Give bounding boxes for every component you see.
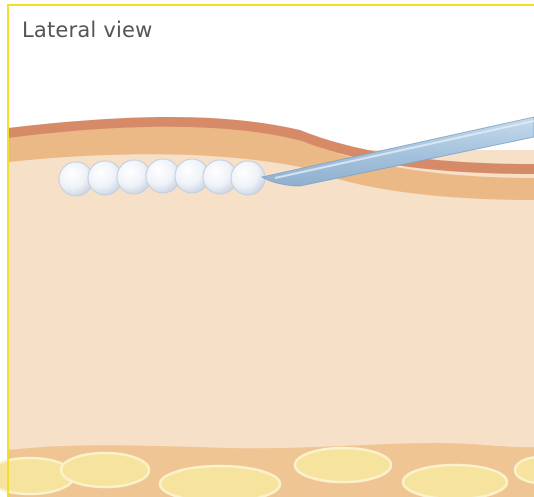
fat-lobule: [160, 466, 280, 497]
fat-lobule: [403, 465, 507, 497]
filler-droplet: [231, 161, 265, 195]
fat-lobule: [61, 453, 149, 487]
view-label: Lateral view: [22, 18, 153, 42]
fat-lobule: [295, 448, 391, 482]
